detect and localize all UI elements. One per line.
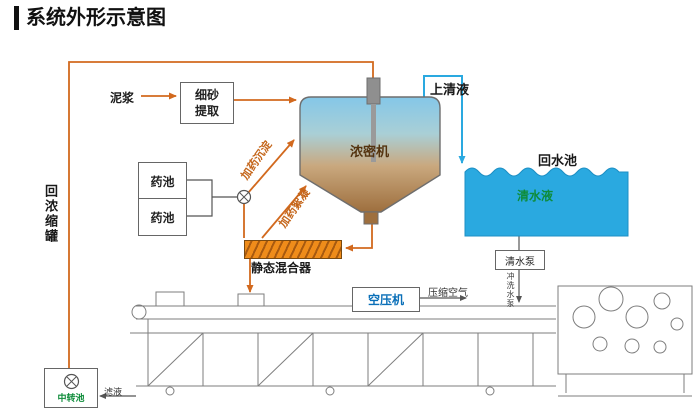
thickener-label: 浓密机 xyxy=(350,144,390,159)
flush-water-pump-label: 冲洗水泵 xyxy=(506,272,515,308)
sand-extraction-box: 细砂提取 xyxy=(180,82,234,124)
pump-icon xyxy=(63,373,79,389)
static-mixer-label: 静态混合器 xyxy=(251,261,312,275)
mud-label: 泥浆 xyxy=(110,91,135,105)
flow-line-supernatant xyxy=(423,75,466,164)
thickener-tank xyxy=(299,77,441,225)
return-to-thickener-label: 回浓缩罐 xyxy=(43,184,58,244)
agitator-shaft xyxy=(371,104,376,162)
transfer-pool-box: 中转池 xyxy=(44,368,98,408)
flow-lines-orange xyxy=(68,61,377,368)
return-water-pool-tank xyxy=(464,167,629,237)
air-compressor-box: 空压机 xyxy=(352,287,420,312)
sand-extraction-label: 细砂提取 xyxy=(195,87,220,118)
return-water-pool-label: 回水池 xyxy=(538,153,578,168)
clear-water-pump-box: 清水泵 xyxy=(495,250,545,270)
supernatant-label: 上清液 xyxy=(430,82,470,97)
air-compressor-label: 空压机 xyxy=(367,293,404,307)
connector-lines xyxy=(99,179,522,399)
dosing-pump-icon xyxy=(236,189,252,205)
clear-water-pump-label: 清水泵 xyxy=(505,256,535,268)
agitator-motor xyxy=(366,77,381,105)
chemical-tank-1-label: 药池 xyxy=(150,174,175,189)
chemical-tank-1-box: 药池 xyxy=(138,162,187,200)
transfer-pool-label: 中转池 xyxy=(57,392,85,403)
filtrate-label: 滤液 xyxy=(104,387,123,397)
clear-water-label: 清水液 xyxy=(517,189,554,203)
static-mixer-block xyxy=(244,240,342,259)
compressed-air-label: 压缩空气 xyxy=(428,288,468,299)
page-title: 系统外形示意图 xyxy=(14,6,166,30)
chemical-tank-2-label: 药池 xyxy=(150,210,175,225)
belt-filter-press xyxy=(130,285,693,397)
chemical-tank-2-box: 药池 xyxy=(138,198,187,236)
